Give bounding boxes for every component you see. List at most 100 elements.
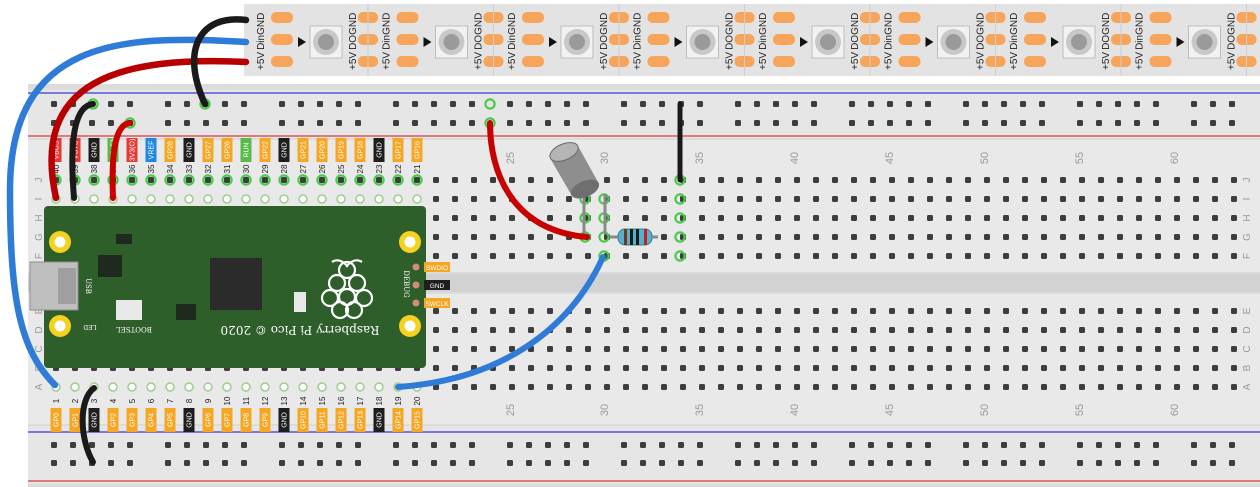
rail-hole[interactable] bbox=[1039, 101, 1045, 107]
rail-hole[interactable] bbox=[1153, 460, 1159, 466]
rail-hole[interactable] bbox=[507, 120, 513, 126]
breadboard-hole[interactable] bbox=[1060, 253, 1066, 259]
pico-pin-bottom[interactable] bbox=[260, 382, 270, 392]
breadboard-hole[interactable] bbox=[965, 308, 971, 314]
breadboard-hole[interactable] bbox=[699, 196, 705, 202]
breadboard-hole[interactable] bbox=[1212, 327, 1218, 333]
breadboard-hole[interactable] bbox=[661, 253, 667, 259]
breadboard-hole[interactable] bbox=[547, 177, 553, 183]
breadboard-hole[interactable] bbox=[699, 384, 705, 390]
breadboard-hole[interactable] bbox=[1079, 253, 1085, 259]
pico-pin-top[interactable] bbox=[127, 194, 137, 204]
breadboard-hole[interactable] bbox=[1003, 365, 1009, 371]
breadboard-hole[interactable] bbox=[566, 215, 572, 221]
rail-hole[interactable] bbox=[203, 120, 209, 126]
breadboard-hole[interactable] bbox=[452, 177, 458, 183]
rail-hole[interactable] bbox=[1210, 442, 1216, 448]
rail-hole[interactable] bbox=[583, 460, 589, 466]
breadboard-hole[interactable] bbox=[585, 365, 591, 371]
pico-pin-bottom[interactable] bbox=[241, 382, 251, 392]
rail-hole[interactable] bbox=[678, 460, 684, 466]
rail-hole[interactable] bbox=[469, 442, 475, 448]
rail-hole[interactable] bbox=[678, 442, 684, 448]
breadboard-hole[interactable] bbox=[889, 196, 895, 202]
breadboard-hole[interactable] bbox=[623, 346, 629, 352]
breadboard-hole[interactable] bbox=[984, 346, 990, 352]
rail-hole[interactable] bbox=[298, 442, 304, 448]
breadboard-hole[interactable] bbox=[984, 327, 990, 333]
breadboard-hole[interactable] bbox=[452, 234, 458, 240]
breadboard-hole[interactable] bbox=[737, 327, 743, 333]
rail-hole[interactable] bbox=[431, 460, 437, 466]
rail-hole[interactable] bbox=[1115, 460, 1121, 466]
rail-hole[interactable] bbox=[393, 101, 399, 107]
breadboard-hole[interactable] bbox=[566, 327, 572, 333]
rail-hole[interactable] bbox=[355, 120, 361, 126]
breadboard-hole[interactable] bbox=[870, 327, 876, 333]
breadboard-hole[interactable] bbox=[832, 365, 838, 371]
wire-black-gnd-bottom[interactable] bbox=[79, 385, 97, 465]
rail-hole[interactable] bbox=[450, 101, 456, 107]
rail-hole[interactable] bbox=[89, 120, 95, 126]
rail-hole[interactable] bbox=[1077, 101, 1083, 107]
breadboard-hole[interactable] bbox=[1098, 234, 1104, 240]
breadboard-hole[interactable] bbox=[1136, 384, 1142, 390]
rail-hole[interactable] bbox=[621, 442, 627, 448]
rail-hole[interactable] bbox=[1096, 442, 1102, 448]
rail-hole[interactable] bbox=[184, 442, 190, 448]
breadboard-hole[interactable] bbox=[680, 327, 686, 333]
breadboard-hole[interactable] bbox=[851, 177, 857, 183]
breadboard-hole[interactable] bbox=[433, 253, 439, 259]
breadboard-hole[interactable] bbox=[851, 365, 857, 371]
breadboard-hole[interactable] bbox=[1022, 365, 1028, 371]
breadboard-hole[interactable] bbox=[1193, 384, 1199, 390]
breadboard-hole[interactable] bbox=[528, 327, 534, 333]
pico-pin-top[interactable] bbox=[165, 194, 175, 204]
breadboard-hole[interactable] bbox=[927, 327, 933, 333]
pico-pin-bottom[interactable] bbox=[222, 382, 232, 392]
breadboard-hole[interactable] bbox=[623, 215, 629, 221]
breadboard-hole[interactable] bbox=[433, 196, 439, 202]
breadboard-hole[interactable] bbox=[1136, 215, 1142, 221]
breadboard-hole[interactable] bbox=[1041, 253, 1047, 259]
breadboard-hole[interactable] bbox=[623, 365, 629, 371]
breadboard-hole[interactable] bbox=[1117, 365, 1123, 371]
breadboard-hole[interactable] bbox=[566, 365, 572, 371]
breadboard-hole[interactable] bbox=[946, 215, 952, 221]
breadboard-hole[interactable] bbox=[1098, 253, 1104, 259]
breadboard-hole[interactable] bbox=[813, 346, 819, 352]
breadboard-hole[interactable] bbox=[680, 365, 686, 371]
rail-hole[interactable] bbox=[963, 460, 969, 466]
breadboard-hole[interactable] bbox=[908, 177, 914, 183]
breadboard-hole[interactable] bbox=[433, 234, 439, 240]
breadboard-hole[interactable] bbox=[1193, 365, 1199, 371]
breadboard-hole[interactable] bbox=[927, 253, 933, 259]
rail-hole[interactable] bbox=[1115, 442, 1121, 448]
breadboard-hole[interactable] bbox=[1174, 177, 1180, 183]
breadboard-hole[interactable] bbox=[433, 177, 439, 183]
breadboard-hole[interactable] bbox=[870, 196, 876, 202]
breadboard-hole[interactable] bbox=[547, 215, 553, 221]
breadboard-hole[interactable] bbox=[946, 384, 952, 390]
rail-hole[interactable] bbox=[431, 442, 437, 448]
breadboard-hole[interactable] bbox=[737, 177, 743, 183]
breadboard-hole[interactable] bbox=[984, 215, 990, 221]
breadboard-hole[interactable] bbox=[1231, 253, 1237, 259]
breadboard-hole[interactable] bbox=[490, 327, 496, 333]
breadboard-hole[interactable] bbox=[1022, 384, 1028, 390]
breadboard-hole[interactable] bbox=[794, 384, 800, 390]
rail-hole[interactable] bbox=[393, 120, 399, 126]
breadboard-hole[interactable] bbox=[870, 215, 876, 221]
breadboard-hole[interactable] bbox=[1174, 365, 1180, 371]
breadboard-hole[interactable] bbox=[775, 308, 781, 314]
breadboard-hole[interactable] bbox=[908, 327, 914, 333]
pico-pin-top[interactable] bbox=[184, 194, 194, 204]
breadboard-hole[interactable] bbox=[642, 327, 648, 333]
wire-blue-gp14-sensor[interactable] bbox=[395, 254, 606, 390]
breadboard-hole[interactable] bbox=[927, 234, 933, 240]
breadboard-hole[interactable] bbox=[1098, 196, 1104, 202]
rail-hole[interactable] bbox=[792, 120, 798, 126]
pico-pin-bottom[interactable] bbox=[374, 382, 384, 392]
rail-hole[interactable] bbox=[1020, 101, 1026, 107]
breadboard-hole[interactable] bbox=[813, 234, 819, 240]
